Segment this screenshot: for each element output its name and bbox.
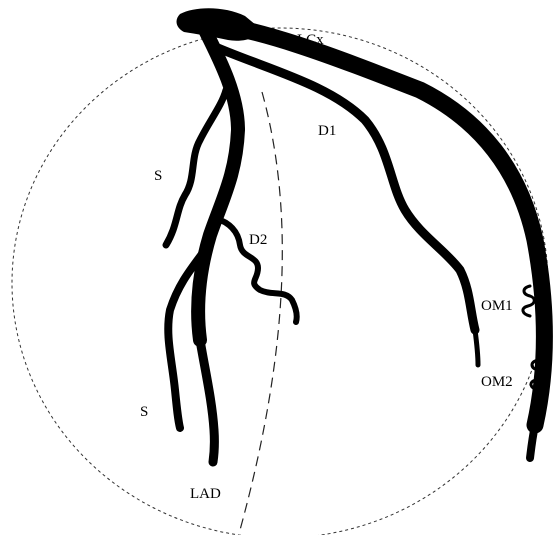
interventricular-groove [240, 92, 282, 530]
label-lcx: LCx [297, 32, 324, 48]
label-om1: OM1 [481, 298, 513, 314]
lad-distal [200, 340, 214, 462]
label-om2: OM2 [481, 374, 513, 390]
label-d1: D1 [318, 123, 336, 139]
label-s-upper: S [154, 168, 162, 184]
label-lad: LAD [190, 486, 221, 502]
d1-tip [475, 330, 478, 365]
lad-vessel [198, 30, 238, 340]
lcx-tip [530, 425, 535, 458]
om1-vessel [523, 286, 534, 316]
label-d2: D2 [249, 232, 267, 248]
lcx-vessel [200, 22, 544, 425]
label-s-lower: S [140, 404, 148, 420]
